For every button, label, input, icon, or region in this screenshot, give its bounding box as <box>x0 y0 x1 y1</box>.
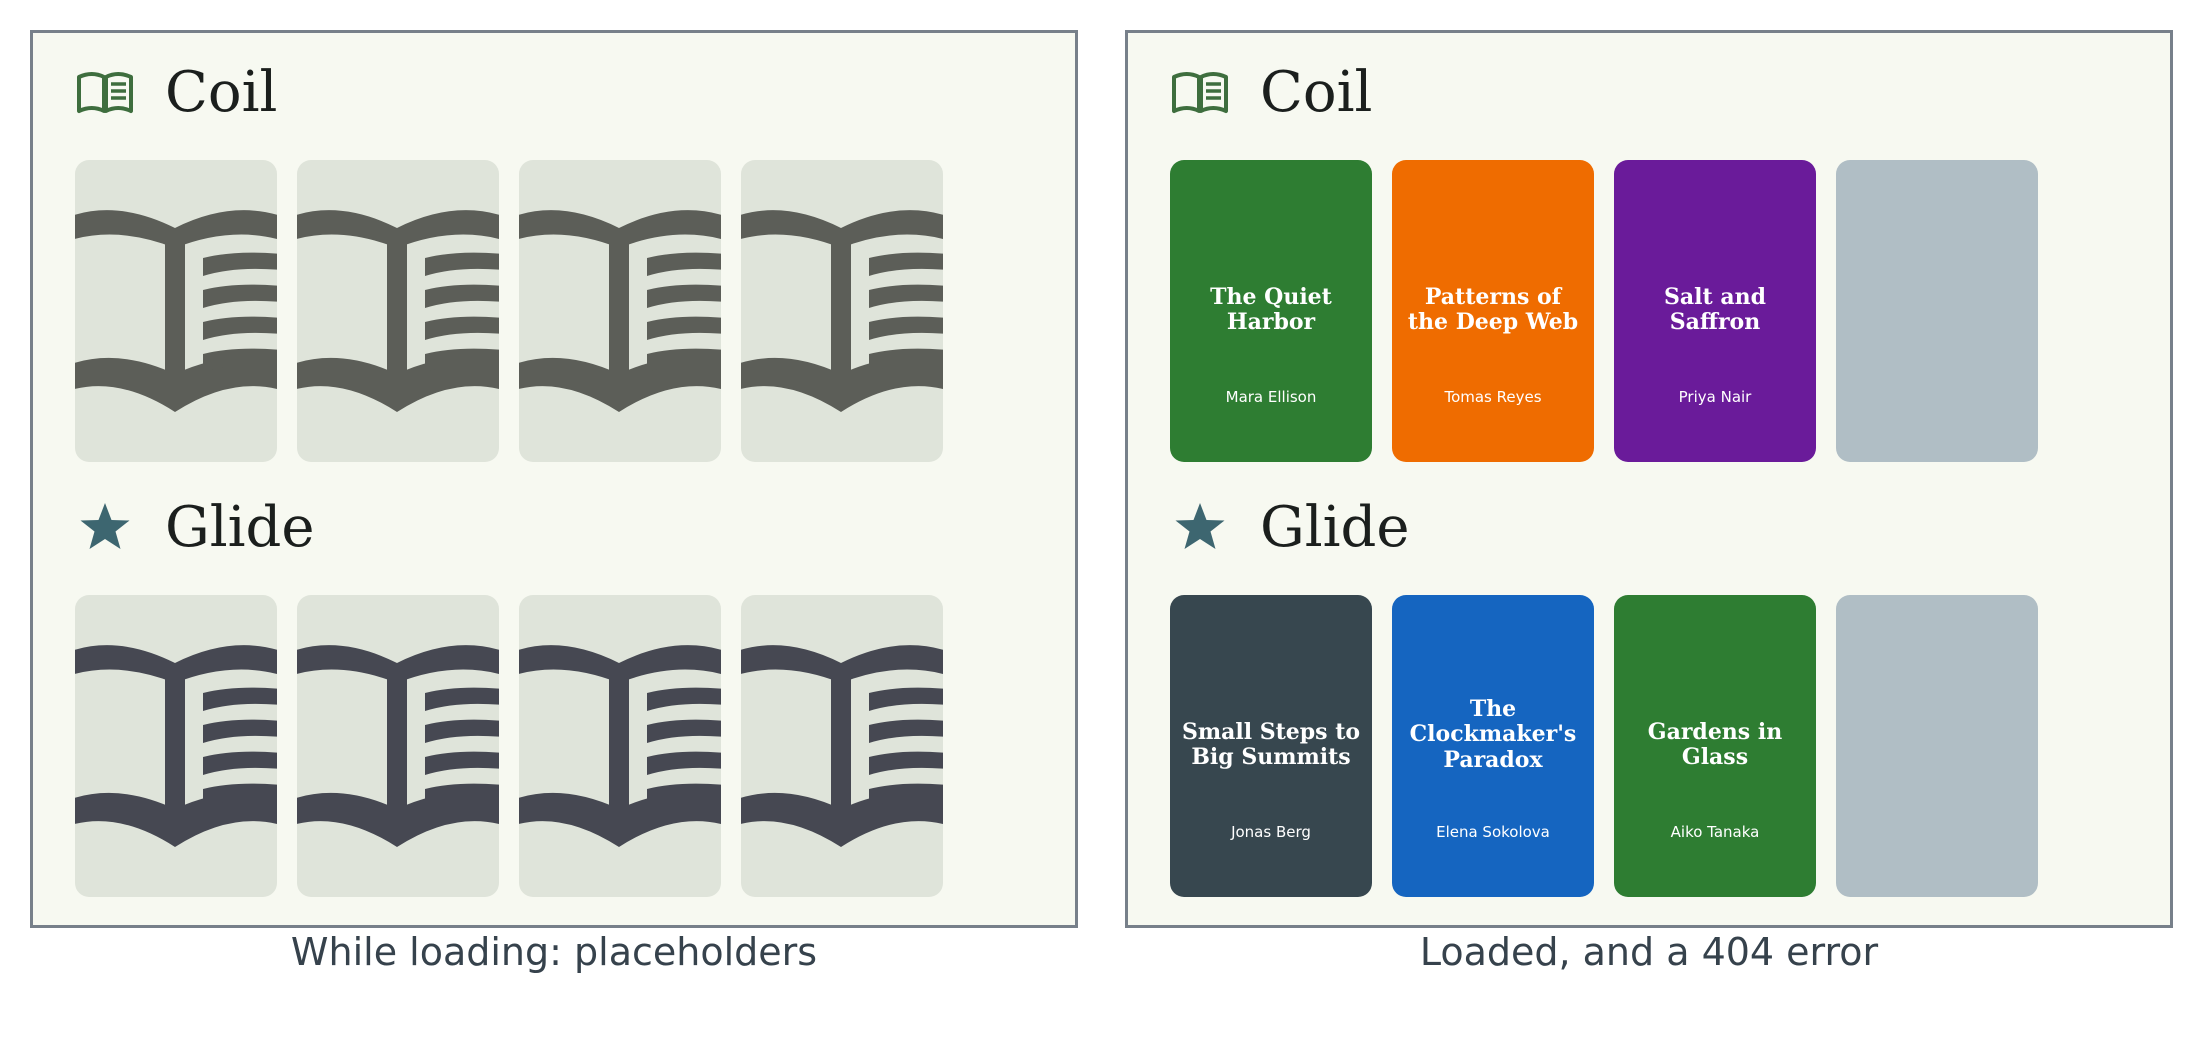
cover-placeholder <box>297 160 499 462</box>
book-title: Patterns of the Deep Web <box>1407 283 1579 335</box>
cover-placeholder <box>741 160 943 462</box>
coil-book-row: The Quiet Harbor Mara Ellison Patterns o… <box>1170 160 2038 462</box>
book-placeholder-icon <box>519 210 721 412</box>
coil-section-header: Coil <box>1170 53 1372 133</box>
book-card[interactable]: Salt and Saffron Priya Nair <box>1614 160 1816 462</box>
book-title: The Clockmaker's Paradox <box>1409 696 1577 773</box>
cover-placeholder <box>741 595 943 897</box>
open-book-icon <box>1170 63 1230 123</box>
glide-section-header: Glide <box>1170 488 1410 568</box>
book-author: Priya Nair <box>1678 388 1752 406</box>
book-title: The Quiet Harbor <box>1210 283 1332 335</box>
broken-cover-404 <box>1836 595 2038 897</box>
coil-section-header: Coil <box>75 53 277 133</box>
book-placeholder-icon <box>297 210 499 412</box>
book-card[interactable]: Patterns of the Deep Web Tomas Reyes <box>1392 160 1594 462</box>
caption-loading: While loading: placeholders <box>290 930 818 974</box>
book-placeholder-icon <box>75 210 277 412</box>
coil-placeholder-row <box>75 160 943 462</box>
open-book-icon <box>75 63 135 123</box>
glide-book-row: Small Steps to Big Summits Jonas Berg Th… <box>1170 595 2038 897</box>
book-placeholder-icon <box>75 645 277 847</box>
book-card[interactable]: The Quiet Harbor Mara Ellison <box>1170 160 1372 462</box>
book-author: Mara Ellison <box>1225 388 1317 406</box>
cover-placeholder <box>519 595 721 897</box>
cover-placeholder <box>75 160 277 462</box>
section-title: Coil <box>165 60 278 125</box>
loading-state-panel: Coil Glide <box>30 30 1078 928</box>
book-author: Elena Sokolova <box>1436 823 1550 841</box>
book-title: Gardens in Glass <box>1647 718 1783 770</box>
book-card[interactable]: Small Steps to Big Summits Jonas Berg <box>1170 595 1372 897</box>
glide-section-header: Glide <box>75 488 315 568</box>
book-card[interactable]: The Clockmaker's Paradox Elena Sokolova <box>1392 595 1594 897</box>
cover-placeholder <box>297 595 499 897</box>
caption-loaded: Loaded, and a 404 error <box>1419 930 1879 974</box>
broken-cover-404 <box>1836 160 2038 462</box>
book-placeholder-icon <box>741 645 943 847</box>
book-title: Salt and Saffron <box>1664 283 1766 335</box>
glide-placeholder-row <box>75 595 943 897</box>
section-title: Coil <box>1260 60 1373 125</box>
star-icon <box>1170 498 1230 558</box>
book-placeholder-icon <box>519 645 721 847</box>
book-placeholder-icon <box>297 645 499 847</box>
book-author: Aiko Tanaka <box>1670 823 1760 841</box>
cover-placeholder <box>75 595 277 897</box>
section-title: Glide <box>165 495 315 560</box>
book-author: Jonas Berg <box>1231 823 1311 841</box>
book-author: Tomas Reyes <box>1444 388 1542 406</box>
book-title: Small Steps to Big Summits <box>1181 718 1361 770</box>
section-title: Glide <box>1260 495 1410 560</box>
book-card[interactable]: Gardens in Glass Aiko Tanaka <box>1614 595 1816 897</box>
book-placeholder-icon <box>741 210 943 412</box>
star-icon <box>75 498 135 558</box>
cover-placeholder <box>519 160 721 462</box>
loaded-state-panel: Coil The Quiet Harbor Mara Ellison Patte… <box>1125 30 2173 928</box>
